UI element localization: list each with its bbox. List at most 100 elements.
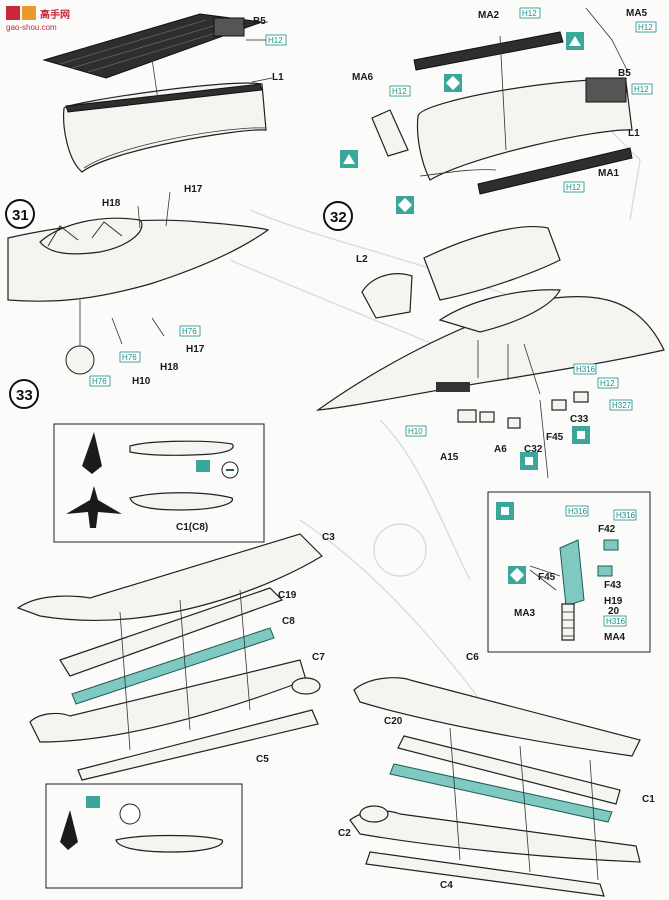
part-c2 (359, 805, 389, 823)
part-f42 (603, 539, 619, 551)
part-l2-windscreen (361, 273, 413, 319)
label-h76-b: H76 (122, 353, 137, 362)
label-inset-h316-b: H316 (616, 511, 636, 520)
nose-wheel-31 (65, 345, 95, 375)
label-inset-20: 20 (608, 606, 620, 617)
label-c7: C7 (312, 652, 325, 663)
label-h18-a: H18 (102, 198, 121, 209)
label-l1-b: L1 (628, 128, 640, 139)
label-ma1: MA1 (598, 168, 620, 179)
label-inset-f42: F42 (598, 524, 616, 535)
step30b-canopy-rails: MA2 H12 MA5 H12 MA6 H12 B5 H12 L1 MA1 H1… (340, 7, 657, 214)
label-h17-b: H17 (186, 344, 205, 355)
label-h76-a: H76 (182, 327, 197, 336)
callout-diamond-3 (508, 566, 526, 584)
label-f45: F45 (546, 432, 564, 443)
wing-outline-spread (129, 492, 233, 511)
part-c6-upper-wing (353, 677, 641, 757)
label-h10: H10 (132, 376, 151, 387)
label-c8: C8 (282, 616, 295, 627)
label-inset-ma4: MA4 (604, 632, 626, 643)
part-c32 (507, 417, 521, 429)
part-c1-spar (389, 763, 613, 823)
part-c4 (365, 851, 605, 897)
part-b5-canopy-frame (42, 13, 263, 79)
cockpit-tub-32 (438, 289, 561, 333)
callout-diamond-2 (396, 196, 414, 214)
part-ma5 (585, 7, 629, 73)
part-ma6 (371, 109, 409, 157)
label-c19: C19 (278, 590, 297, 601)
cockpit-tub-31 (39, 217, 143, 255)
label-c4: C4 (440, 880, 453, 891)
part-c19-flap (59, 587, 284, 677)
part-ma2-rail (413, 31, 564, 71)
label-inset-f45: F45 (538, 572, 556, 583)
label-h17-a: H17 (184, 184, 203, 195)
label-h18-b: H18 (160, 362, 179, 373)
label-c32: C32 (524, 444, 543, 455)
label-h12-c: H12 (392, 87, 407, 96)
label-ma2: MA2 (478, 10, 500, 21)
label-h12-b: H12 (638, 23, 653, 32)
label-c33: C33 (570, 414, 589, 425)
silhouette-wings-swept-icon-2 (60, 810, 78, 850)
label-inset-h316-c: H316 (606, 617, 626, 626)
part-a6 (479, 411, 495, 423)
label-ma6: MA6 (352, 72, 374, 83)
silhouette-wings-spread-icon (66, 486, 122, 528)
label-h12-a: H12 (522, 9, 537, 18)
canopy-32 (423, 226, 561, 301)
part-ma1-rail (477, 147, 633, 195)
label-c1-c8: C1(C8) (176, 522, 208, 533)
label-ma5: MA5 (626, 8, 648, 19)
watermark-url: gao-shou.com (6, 23, 57, 32)
callout-wing-lock-1 (196, 460, 210, 472)
part-c20-flap (397, 735, 621, 805)
part-c8-spar (71, 627, 275, 705)
label-b5: B5 (253, 16, 266, 27)
step31-cockpit-assembly: 31 H18 H17 H76 H76 H18 H17 H76 H10 (5, 184, 270, 387)
label-inset-h19: H19 (604, 596, 623, 607)
callout-cross-3 (496, 502, 514, 520)
part-a15 (457, 409, 477, 423)
label-a15: A15 (440, 452, 459, 463)
label-h76-c: H76 (92, 377, 107, 386)
label-l2: L2 (356, 254, 368, 265)
label-c2: C2 (338, 828, 351, 839)
label-c1: C1 (642, 794, 655, 805)
part-ma3-ladder (561, 603, 575, 641)
label-h10-32: H10 (408, 427, 423, 436)
part-lower-wing (29, 659, 307, 743)
part-c3-upper-wing (16, 533, 323, 621)
step32-ladder-inset: H316 H316 F42 F45 F43 H19 20 H316 MA3 MA… (487, 491, 651, 653)
part-a15-bay (436, 382, 470, 392)
label-h12: H12 (600, 379, 615, 388)
watermark-square-2 (22, 6, 36, 20)
label-h12: H12 (268, 36, 283, 45)
label-h12-d: H12 (634, 85, 649, 94)
step30-canopy-assembly: B5 H12 L1 (42, 13, 287, 173)
label-c20: C20 (384, 716, 403, 727)
part-l1-canopy-b (416, 79, 633, 181)
part-c33-b (573, 391, 589, 403)
label-h316: H316 (576, 365, 596, 374)
part-f45-ladder-door (559, 539, 585, 607)
step-number-31: 31 (12, 207, 29, 224)
callout-diamond-1 (444, 74, 462, 92)
part-b5-detail (213, 17, 245, 37)
part-c7 (291, 677, 321, 695)
watermark-square-1 (6, 6, 20, 20)
label-h327: H327 (612, 401, 632, 410)
label-c6: C6 (466, 652, 479, 663)
part-c5 (77, 709, 319, 781)
callout-arrow-2 (340, 150, 358, 168)
part-c33-a (551, 399, 567, 411)
label-l1: L1 (272, 72, 284, 83)
step-number-33: 33 (16, 387, 33, 404)
watermark: 高手网 gao-shou.com (6, 6, 70, 32)
label-inset-f43: F43 (604, 580, 622, 591)
label-inset-h316-a: H316 (568, 507, 588, 516)
step33-wing-assembly: 33 C1(C8) C3 C19 C8 C7 C5 (9, 379, 655, 897)
